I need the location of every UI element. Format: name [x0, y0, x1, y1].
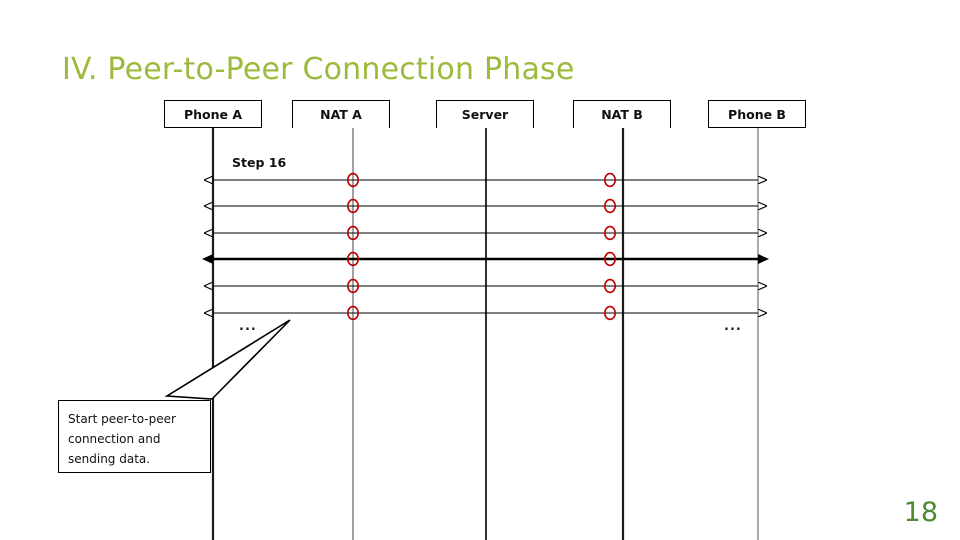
- actor-box-nat-b[interactable]: NAT B: [573, 100, 671, 128]
- ellipsis-left: ...: [239, 319, 257, 334]
- actor-label-nat-a: NAT A: [320, 107, 362, 122]
- message-arrows: [202, 180, 769, 313]
- actor-label-phone-b: Phone B: [728, 106, 786, 122]
- callout-leader: [164, 319, 291, 400]
- nat-marker-nat-a: [346, 251, 359, 267]
- page-number: 18: [903, 497, 938, 528]
- actor-label-phone-a: Phone A: [183, 106, 243, 122]
- nat-marker-nat-b: [603, 172, 616, 188]
- ellipsis-right: ...: [724, 319, 742, 334]
- nat-marker-nat-a: [346, 305, 359, 321]
- nat-marker-nat-a: [346, 172, 359, 188]
- actor-box-phone-a[interactable]: Phone A: [164, 100, 262, 128]
- nat-markers: [346, 172, 616, 321]
- nat-marker-nat-b: [603, 198, 616, 214]
- lifelines: [211, 125, 759, 540]
- actor-box-phone-b[interactable]: Phone B: [708, 100, 806, 128]
- nat-marker-nat-a: [346, 198, 359, 214]
- actor-box-nat-a[interactable]: NAT A: [292, 100, 390, 128]
- callout-note[interactable]: Start peer-to-peer connection and sendin…: [58, 400, 211, 473]
- actor-box-server[interactable]: Server: [436, 100, 534, 128]
- step-label: Step 16: [232, 155, 287, 170]
- page-title: IV. Peer-to-Peer Connection Phase: [62, 52, 575, 87]
- callout-line-2: connection and: [68, 432, 161, 446]
- nat-marker-nat-a: [346, 278, 359, 294]
- actor-label-server: Server: [461, 107, 509, 122]
- callout-line-3: sending data.: [68, 452, 151, 466]
- nat-marker-nat-b: [603, 225, 616, 241]
- nat-marker-nat-b: [603, 305, 616, 321]
- nat-marker-nat-b: [603, 251, 616, 267]
- nat-marker-nat-a: [346, 225, 359, 241]
- actor-label-nat-b: NAT B: [601, 107, 643, 122]
- nat-marker-nat-b: [603, 278, 616, 294]
- callout-line-1: Start peer-to-peer: [68, 412, 176, 426]
